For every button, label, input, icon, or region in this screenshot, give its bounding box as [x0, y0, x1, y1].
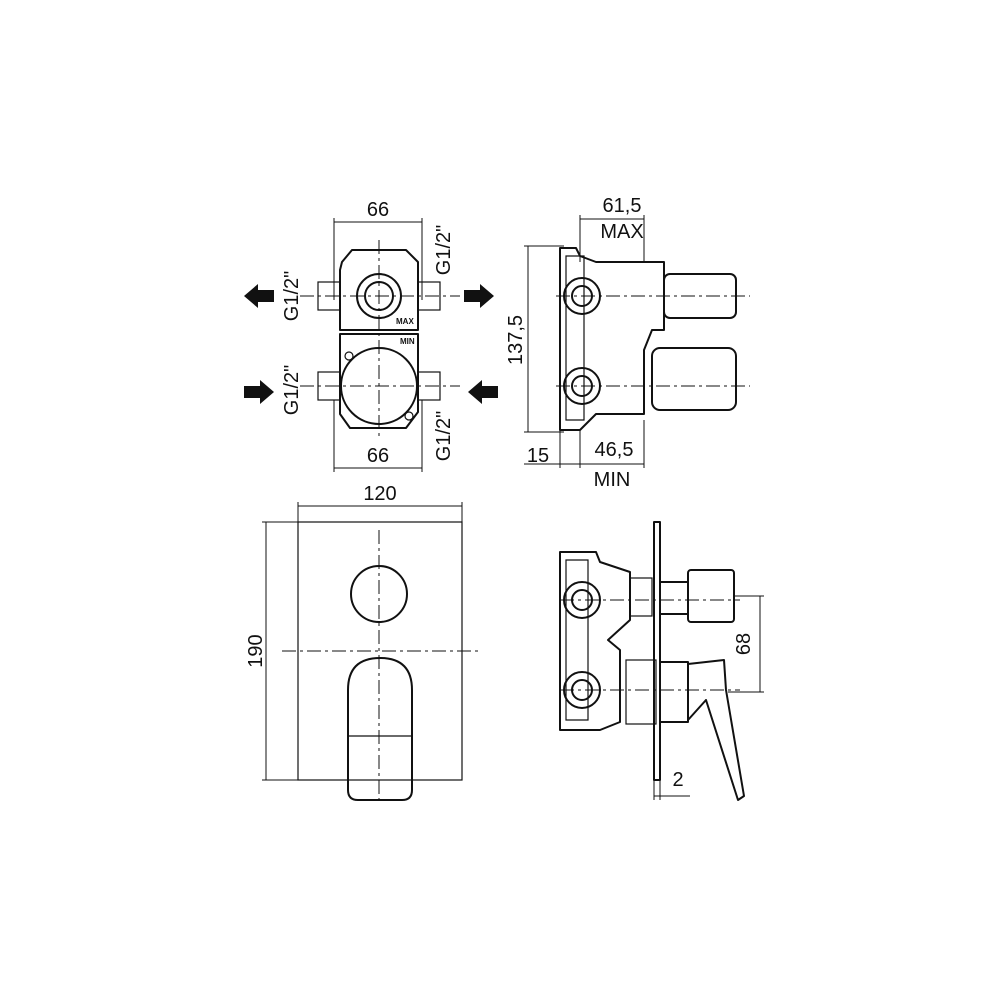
thread-label-upper-right: G1/2" [433, 225, 455, 275]
plate-width: 120 [363, 483, 396, 505]
side-view-body [524, 215, 750, 468]
side-min-label: MIN [594, 469, 631, 491]
side-max-label: MAX [600, 221, 643, 243]
side-depth-max: 61,5 [603, 195, 642, 217]
thread-label-lower-left: G1/2" [281, 365, 303, 415]
inlet-arrow-right-icon [468, 380, 498, 404]
outlet-arrow-left-icon [244, 284, 274, 308]
side-offset: 15 [527, 445, 549, 467]
min-mark: MIN [400, 337, 415, 346]
outlet-arrow-right-icon [464, 284, 494, 308]
front-view-body [300, 218, 460, 472]
inlet-arrow-left-icon [244, 380, 274, 404]
thread-label-upper-left: G1/2" [281, 271, 303, 321]
plate-view-body [262, 502, 478, 801]
plate-height: 190 [245, 634, 267, 667]
max-mark: MAX [396, 317, 414, 326]
side-height: 137,5 [505, 315, 527, 365]
assembly-view-body [559, 521, 764, 801]
front-width-bottom: 66 [367, 445, 389, 467]
handle-spacing: 68 [733, 633, 755, 655]
side-depth-min: 46,5 [595, 439, 634, 461]
plate-thickness: 2 [672, 769, 683, 791]
thread-label-lower-right: G1/2" [433, 411, 455, 461]
front-width-top: 66 [367, 199, 389, 221]
